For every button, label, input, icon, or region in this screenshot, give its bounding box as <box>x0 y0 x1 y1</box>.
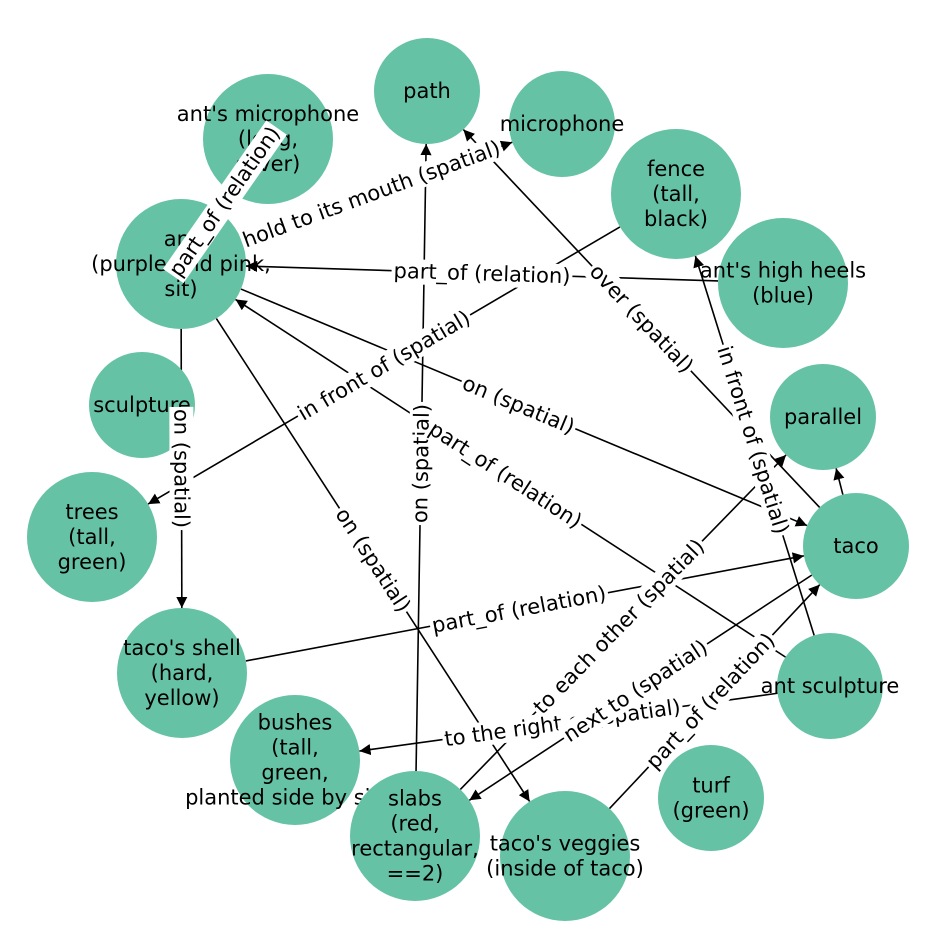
node-circle <box>509 71 615 177</box>
node-slabs: slabs(red,rectangular,==2) <box>350 771 480 901</box>
node-circle <box>777 633 883 739</box>
node-label: (inside of taco) <box>486 857 644 881</box>
edge-label: part_of (relation) <box>391 258 573 290</box>
edge-label-text: on (spatial) <box>408 404 434 524</box>
node-circle <box>374 38 480 144</box>
node-label: (red, <box>390 812 439 836</box>
node-label: (green) <box>672 799 749 823</box>
node-circle <box>718 218 848 348</box>
node-circle <box>611 129 741 259</box>
node-label: trees <box>65 500 118 524</box>
node-circle <box>350 771 480 901</box>
node-circle <box>27 472 157 602</box>
node-label: black) <box>644 207 708 231</box>
node-label: taco <box>833 534 879 558</box>
node-label: taco's shell <box>123 636 241 660</box>
node-label: green) <box>58 550 127 574</box>
node-sculpture: sculpture <box>89 352 195 458</box>
edge-label-text: to the right of (spatial) <box>443 695 682 751</box>
node-label: rectangular, <box>351 837 479 861</box>
node-label: green, <box>261 761 328 785</box>
node-circle <box>89 352 195 458</box>
node-circle <box>770 364 876 470</box>
node-label: ant sculpture <box>761 674 900 698</box>
node-taco: taco <box>803 493 909 599</box>
node-label: taco's veggies <box>490 832 641 856</box>
node-label: ant's high heels <box>700 259 866 283</box>
node-label: fence <box>647 157 705 181</box>
edge-label: part_of (relation) <box>427 580 611 640</box>
edge-label-text: on (spatial) <box>331 503 416 616</box>
edge-label: on (spatial) <box>169 406 194 531</box>
edge-label: over (spatial) <box>583 257 700 380</box>
node-label: (blue) <box>752 284 814 308</box>
node-label: turf <box>692 774 730 798</box>
node-label: (tall, <box>68 525 116 549</box>
node-turf: turf(green) <box>658 745 764 851</box>
edge-label-text: part_of (relation) <box>393 259 571 290</box>
node-label: (tall, <box>271 736 319 760</box>
node-microphone: microphone <box>500 71 625 177</box>
node-fence: fence(tall,black) <box>611 129 741 259</box>
node-label: (hard, <box>151 661 214 685</box>
edge-label-text: on (spatial) <box>459 371 578 439</box>
edge-label-text: over (spatial) <box>585 259 698 377</box>
node-circle <box>500 791 630 921</box>
node-trees: trees(tall,green) <box>27 472 157 602</box>
node-label: path <box>403 79 451 103</box>
node-circle <box>117 608 247 738</box>
node-label: yellow) <box>144 686 219 710</box>
node-label: parallel <box>784 405 862 429</box>
edge-label: on (spatial) <box>329 501 417 619</box>
node-label: ==2) <box>387 862 444 886</box>
node-parallel: parallel <box>770 364 876 470</box>
node-label: microphone <box>500 112 625 136</box>
edge-label-text: on (spatial) <box>169 409 193 528</box>
node-tacos-veggies: taco's veggies(inside of taco) <box>486 791 644 921</box>
edge-label: on (spatial) <box>408 401 434 526</box>
node-ants-high-heels: ant's high heels(blue) <box>700 218 866 348</box>
edge-label: to the right of (spatial) <box>440 694 685 752</box>
node-circle <box>658 745 764 851</box>
node-label: slabs <box>388 787 442 811</box>
edge-label: on (spatial) <box>457 370 580 440</box>
node-label: (tall, <box>652 182 700 206</box>
edge-label: in front of (spatial) <box>291 304 477 427</box>
node-path: path <box>374 38 480 144</box>
edge-label-text: in front of (spatial) <box>294 306 475 426</box>
node-ant-sculpture: ant sculpture <box>761 633 900 739</box>
node-tacos-shell: taco's shell(hard,yellow) <box>117 608 247 738</box>
node-circle <box>230 695 360 825</box>
node-circle <box>803 493 909 599</box>
edge-taco-to-parallel <box>833 468 845 495</box>
node-label: bushes <box>258 711 333 735</box>
